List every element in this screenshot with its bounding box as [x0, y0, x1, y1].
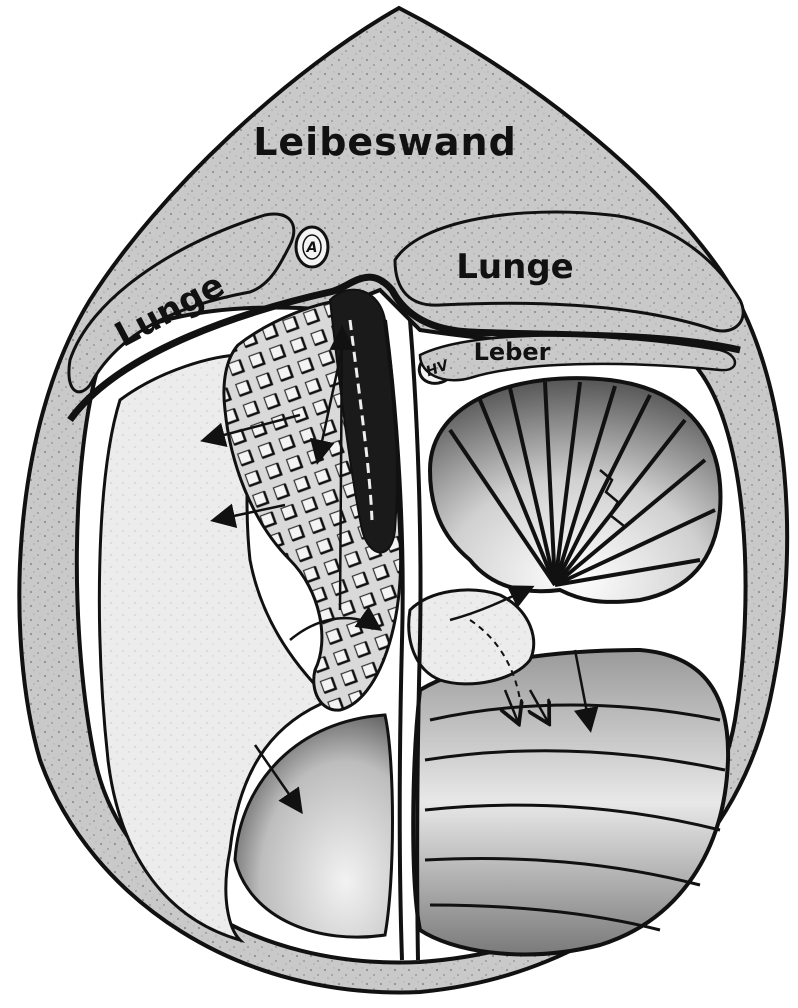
connecting-bulb — [409, 590, 534, 684]
label-liver: Leber — [474, 338, 551, 366]
label-body-wall: Leibeswand — [253, 120, 517, 164]
lower-right-chamber — [413, 650, 728, 954]
label-lung-right: Lunge — [456, 247, 573, 287]
label-aorta: A — [306, 240, 318, 256]
